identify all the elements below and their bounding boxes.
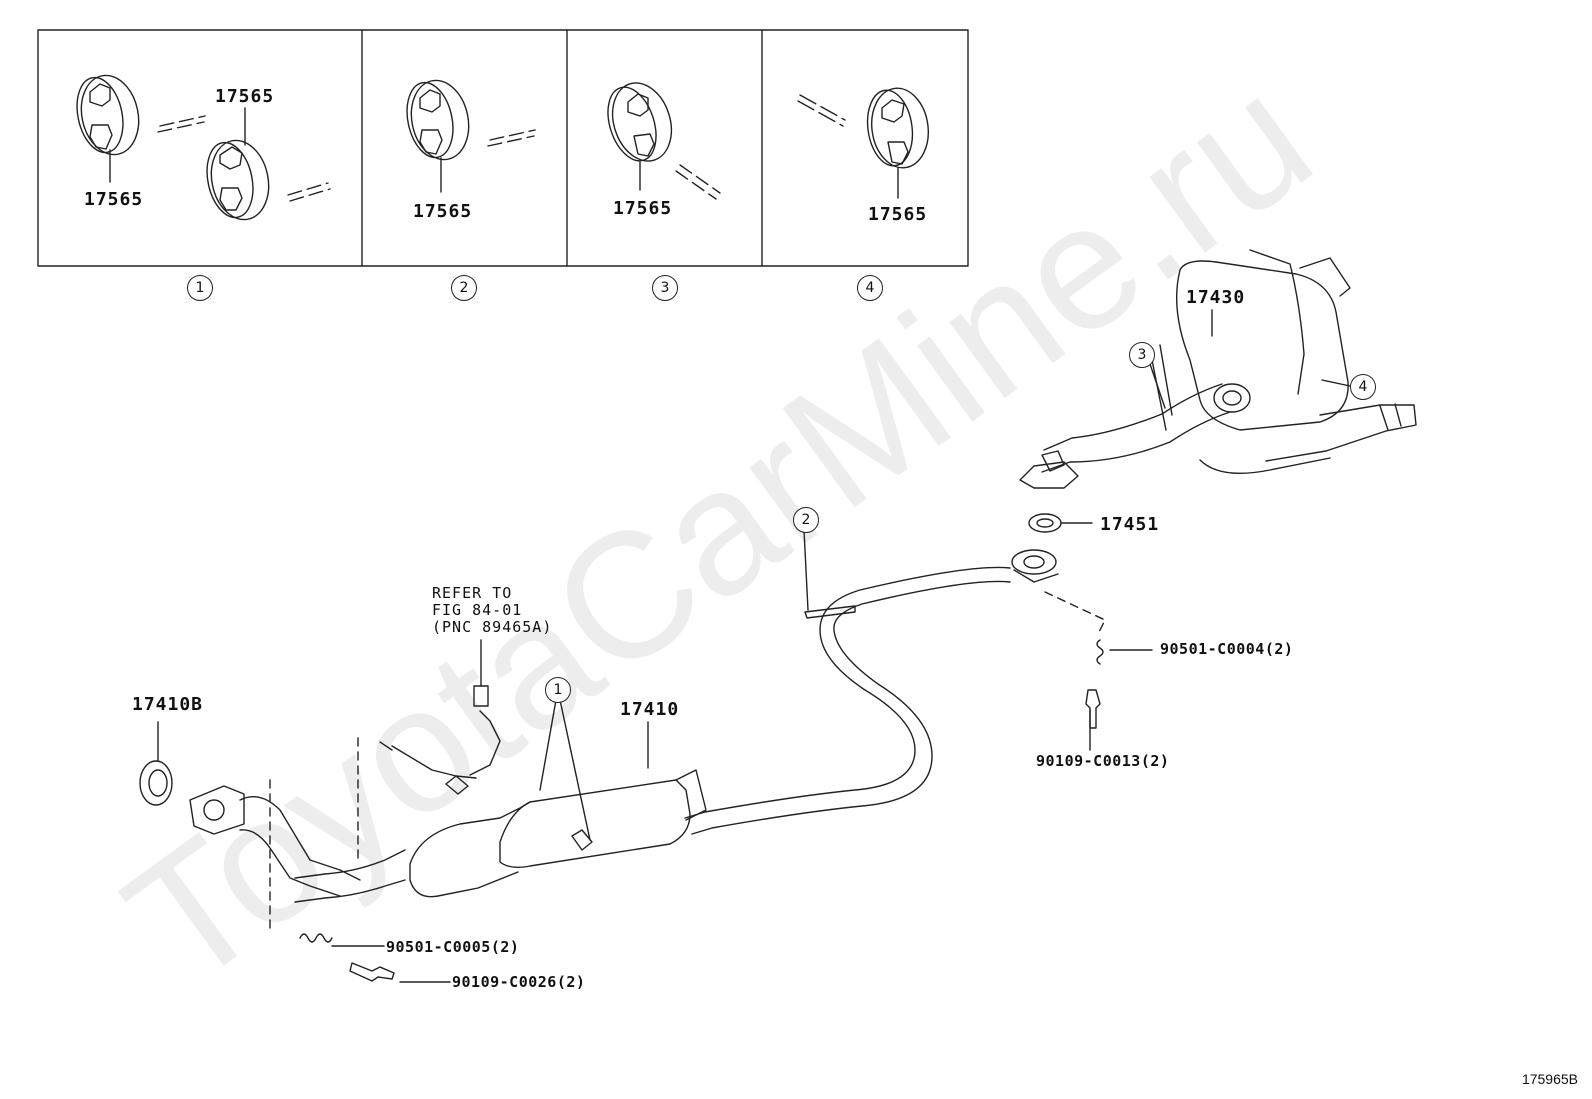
gasket-17410B xyxy=(139,721,173,806)
rear-spring-bolt-hardware xyxy=(1044,591,1153,751)
inset-3-label: 17565 xyxy=(613,198,673,219)
label-90501-c0005: 90501-C0005(2) xyxy=(386,938,520,956)
gasket-17451 xyxy=(1028,513,1093,533)
label-17410: 17410 xyxy=(620,699,680,720)
hanger-4-icon xyxy=(797,87,929,199)
label-90109-c0013: 90109-C0013(2) xyxy=(1036,752,1170,770)
callout-1: 1 xyxy=(545,677,571,703)
refer-note: REFER TO FIG 84-01 (PNC 89465A) xyxy=(432,584,553,636)
inset-4-label: 17565 xyxy=(868,204,928,225)
figure-id: 175965B xyxy=(1521,1071,1578,1087)
inset-number-2: 2 xyxy=(451,275,477,301)
inset-2-label: 17565 xyxy=(413,201,473,222)
center-pipe xyxy=(684,549,1059,835)
label-17410B: 17410B xyxy=(132,694,204,715)
inset-number-4: 4 xyxy=(857,275,883,301)
callout-3: 3 xyxy=(1129,342,1155,368)
label-90109-c0026: 90109-C0026(2) xyxy=(452,973,586,991)
hanger-3-icon xyxy=(607,82,721,200)
tail-muffler-17430 xyxy=(1019,249,1417,489)
inset-1-label-a: 17565 xyxy=(84,189,144,210)
hanger-1a-icon xyxy=(76,74,206,183)
leader-lines xyxy=(539,309,1351,841)
inset-1-label-b: 17565 xyxy=(215,86,275,107)
hanger-1b-icon xyxy=(206,107,331,221)
label-17430: 17430 xyxy=(1186,287,1246,308)
oxygen-sensor xyxy=(379,639,501,795)
inset-frame xyxy=(37,29,969,267)
front-spring-bolt-hardware xyxy=(269,737,451,983)
inset-number-3: 3 xyxy=(652,275,678,301)
hanger-2-icon xyxy=(406,79,536,193)
label-90501-c0004: 90501-C0004(2) xyxy=(1160,640,1294,658)
callout-4: 4 xyxy=(1350,374,1376,400)
label-17451: 17451 xyxy=(1100,514,1160,535)
inset-number-1: 1 xyxy=(187,275,213,301)
front-pipe-17410 xyxy=(189,769,707,903)
callout-2: 2 xyxy=(793,507,819,533)
